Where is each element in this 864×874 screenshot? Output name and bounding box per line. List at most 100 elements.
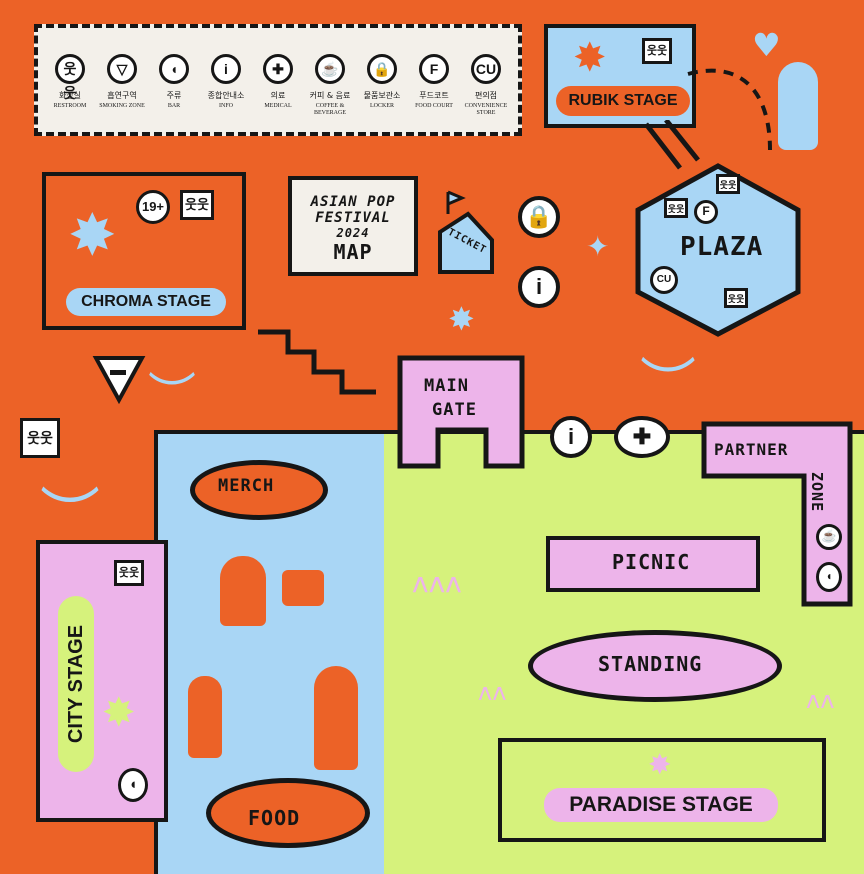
partner-zone-label2: ZONE [808,472,826,513]
sparkle-icon: ✦ [586,230,610,263]
age-badge: 19+ [136,190,170,224]
legend-label-en: CONVENIENCE STORE [464,103,508,116]
sparkle-icon: ✸ [448,300,475,338]
food-court-icon: F [419,54,449,84]
person-figure [314,666,358,770]
legend-label-en: FOOD COURT [415,103,453,109]
info-icon: i [211,54,241,84]
ticket-booth[interactable] [434,184,500,280]
legend-item: 🔒 물품보관소 LOCKER [354,54,410,110]
picnic-label: PICNIC [612,550,691,574]
convenience-store-icon: CU [650,266,678,294]
merch-area[interactable] [190,460,328,520]
legend-label-en: RESTROOM [53,103,87,109]
coffee-icon: ☕ [315,54,345,84]
convenience-store-icon: CU [471,54,501,84]
legend-label-ko: 커피 & 음료 [309,91,351,100]
medical-icon[interactable]: ✚ [614,416,670,458]
legend-label-en: SMOKING ZONE [99,103,145,109]
legend-item: ☕ 커피 & 음료 COFFEE & BEVERAGE [302,54,358,117]
bird-decoration: ︶ [640,353,696,418]
food-area[interactable] [206,778,370,848]
restroom-icon: 웃웃 [664,198,688,218]
restroom-icon: 웃웃 [642,38,672,64]
legend-item: ◖ 주류 BAR [146,54,202,110]
standing-area[interactable] [528,630,782,702]
shopping-bags-icon [282,570,324,606]
restroom-icon: 웃웃 [20,418,60,458]
partner-zone-label1: PARTNER [714,440,789,459]
medical-icon: ✚ [263,54,293,84]
food-label: FOOD [248,806,301,830]
dashed-path [687,68,772,151]
legend-label-ko: 편의점 [474,91,498,100]
bird-decoration: ︶ [148,368,197,424]
locker-icon[interactable]: 🔒 [518,196,560,238]
smoking-icon: ▽ [107,54,137,84]
legend-label-en: BAR [167,103,181,109]
picnic-area[interactable] [546,536,760,592]
info-icon[interactable]: i [518,266,560,308]
standing-label: STANDING [598,652,703,676]
burst-icon: ✸ [102,690,136,736]
burst-icon: ✸ [68,201,117,269]
restroom-icon: 웃웃 [114,560,144,586]
chroma-stage-label: CHROMA STAGE [66,288,226,316]
legend-item: ✚ 의료 MEDICAL [250,54,306,110]
legend-item: ▽ 흡연구역 SMOKING ZONE [94,54,150,110]
title-line1: ASIAN POP [310,194,396,210]
legend-item: F 푸드코트 FOOD COURT [406,54,462,110]
legend-label-en: INFO [218,103,233,109]
paradise-stage-label: PARADISE STAGE [544,788,778,822]
grass-decoration: ᴧᴧ [806,686,835,714]
legend-label-ko: 푸드코트 [419,91,449,100]
bar-icon: ◖ [159,54,189,84]
legend-label-en: MEDICAL [264,103,292,109]
partner-zone[interactable] [700,420,856,610]
legend-label-ko: 종합안내소 [207,91,245,100]
restroom-icon: 웃웃 [716,174,740,194]
burst-icon: ✸ [573,35,607,81]
coffee-icon: ☕ [816,524,842,550]
city-stage-area[interactable] [36,540,168,822]
legend-label-ko: 물품보관소 [363,91,401,100]
bar-icon: ◖ [816,562,842,592]
grass-decoration: ᴧᴧ [478,678,507,706]
person-figure [188,676,222,758]
map-title-card: ASIAN POP FESTIVAL 2024 MAP [288,176,418,276]
food-court-icon: F [694,200,718,224]
rubik-stage-label: RUBIK STAGE [556,86,690,116]
restroom-icon: 웃웃 [55,54,85,101]
title-line2: FESTIVAL [315,210,391,226]
main-gate-line1: MAIN [424,376,469,396]
legend-label-en: COFFEE & BEVERAGE [314,103,346,116]
title-line3: 2024 [336,226,370,240]
heart-icon: ♥ [752,26,781,64]
person-figure [778,62,818,150]
smoking-icon [92,356,146,404]
locker-icon: 🔒 [367,54,397,84]
burst-icon: ✸ [648,748,672,781]
bar-icon: ◖ [118,768,148,802]
city-stage-label: CITY STAGE [65,624,87,744]
title-line4: MAP [333,240,373,264]
plaza-connector [644,120,700,170]
person-figure [220,556,266,626]
main-gate[interactable] [396,354,528,472]
legend-label-ko: 주류 [166,91,182,100]
restroom-icon: 웃웃 [724,288,748,308]
bird-decoration: ︶ [40,482,100,552]
merch-label: MERCH [218,476,275,496]
legend-item: CU 편의점 CONVENIENCE STORE [458,54,514,117]
stairs [258,329,376,395]
main-gate-line2: GATE [432,400,477,420]
city-stage-pill [58,596,94,772]
plaza-label: PLAZA [680,232,764,262]
legend-label-ko: 의료 [270,91,286,100]
legend-label-ko: 흡연구역 [107,91,137,100]
grass-decoration: ᴧᴧᴧ [412,566,462,599]
legend-label-ko: 화장실 [58,91,82,100]
legend-label-en: LOCKER [370,103,394,109]
info-icon[interactable]: i [550,416,592,458]
